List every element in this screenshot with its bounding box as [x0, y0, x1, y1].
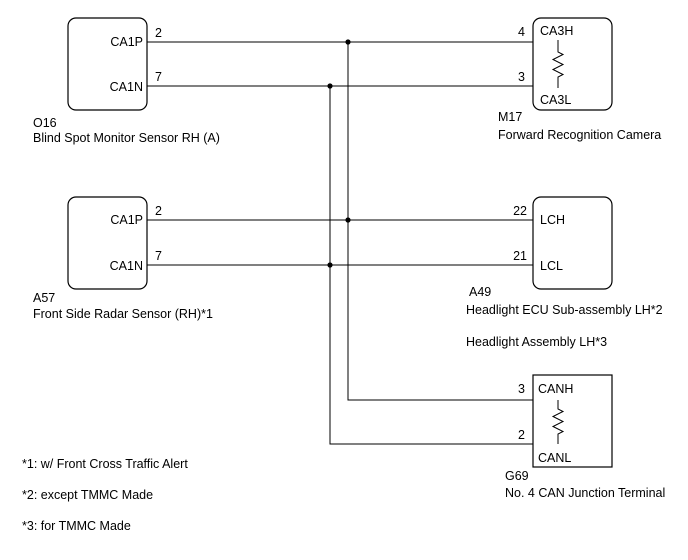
m17-pin-l-number: 3: [518, 70, 525, 84]
a49-pin-l-number: 21: [513, 249, 527, 263]
a49-pin-h-label: LCH: [540, 213, 565, 227]
a49-box: [532, 196, 613, 290]
a49-pin-l-label: LCL: [540, 259, 563, 273]
a57-code: A57: [33, 291, 55, 305]
g69-pin-l-label: CANL: [538, 451, 571, 465]
footnote-1: *1: w/ Front Cross Traffic Alert: [22, 457, 188, 471]
m17-terminating-resistor: [551, 40, 565, 88]
wire-high-bus-to-g69-canh: [347, 42, 533, 401]
m17-name: Forward Recognition Camera: [498, 128, 661, 142]
component-a49: LCH LCL 22 21 A49 Headlight ECU Sub-asse…: [466, 196, 663, 349]
g69-box: [532, 374, 613, 468]
a57-pin-p-number: 2: [155, 204, 162, 218]
g69-pin-h-label: CANH: [538, 382, 573, 396]
footnotes: *1: w/ Front Cross Traffic Alert *2: exc…: [22, 457, 188, 533]
component-o16: CA1P CA1N 2 7 O16 Blind Spot Monitor Sen…: [33, 17, 220, 145]
g69-pin-l-number: 2: [518, 428, 525, 442]
wires: [147, 41, 533, 445]
a49-alt-name: Headlight Assembly LH*3: [466, 335, 607, 349]
wire-low-bus-to-g69-canl: [329, 86, 533, 445]
component-m17: CA3H CA3L 4 3 M17 Forward Recognition Ca…: [498, 17, 661, 142]
g69-pin-h-number: 3: [518, 382, 525, 396]
junction-dots: [327, 39, 351, 268]
a49-name: Headlight ECU Sub-assembly LH*2: [466, 303, 663, 317]
footnote-3: *3: for TMMC Made: [22, 519, 131, 533]
g69-code: G69: [505, 469, 529, 483]
o16-pin-p-number: 2: [155, 26, 162, 40]
junction-dot: [327, 83, 333, 89]
m17-pin-h-label: CA3H: [540, 24, 573, 38]
a49-pin-h-number: 22: [513, 204, 527, 218]
m17-code: M17: [498, 110, 522, 124]
a57-pin-n-label: CA1N: [110, 259, 143, 273]
junction-dot: [327, 262, 333, 268]
junction-dot: [345, 39, 351, 45]
a57-box: [67, 196, 148, 290]
m17-box: [532, 17, 613, 111]
o16-code: O16: [33, 116, 57, 130]
o16-pin-p-label: CA1P: [110, 35, 143, 49]
o16-box: [67, 17, 148, 111]
o16-pin-n-label: CA1N: [110, 80, 143, 94]
g69-terminating-resistor: [551, 400, 565, 444]
a57-name: Front Side Radar Sensor (RH)*1: [33, 307, 213, 321]
a57-pin-p-label: CA1P: [110, 213, 143, 227]
m17-pin-h-number: 4: [518, 25, 525, 39]
component-a57: CA1P CA1N 2 7 A57 Front Side Radar Senso…: [33, 196, 213, 321]
component-g69: CANH CANL 3 2 G69 No. 4 CAN Junction Ter…: [505, 374, 665, 500]
o16-pin-n-number: 7: [155, 70, 162, 84]
a57-pin-n-number: 7: [155, 249, 162, 263]
junction-dot: [345, 217, 351, 223]
o16-name: Blind Spot Monitor Sensor RH (A): [33, 131, 220, 145]
m17-pin-l-label: CA3L: [540, 93, 571, 107]
footnote-2: *2: except TMMC Made: [22, 488, 153, 502]
g69-name: No. 4 CAN Junction Terminal: [505, 486, 665, 500]
a49-code: A49: [469, 285, 491, 299]
